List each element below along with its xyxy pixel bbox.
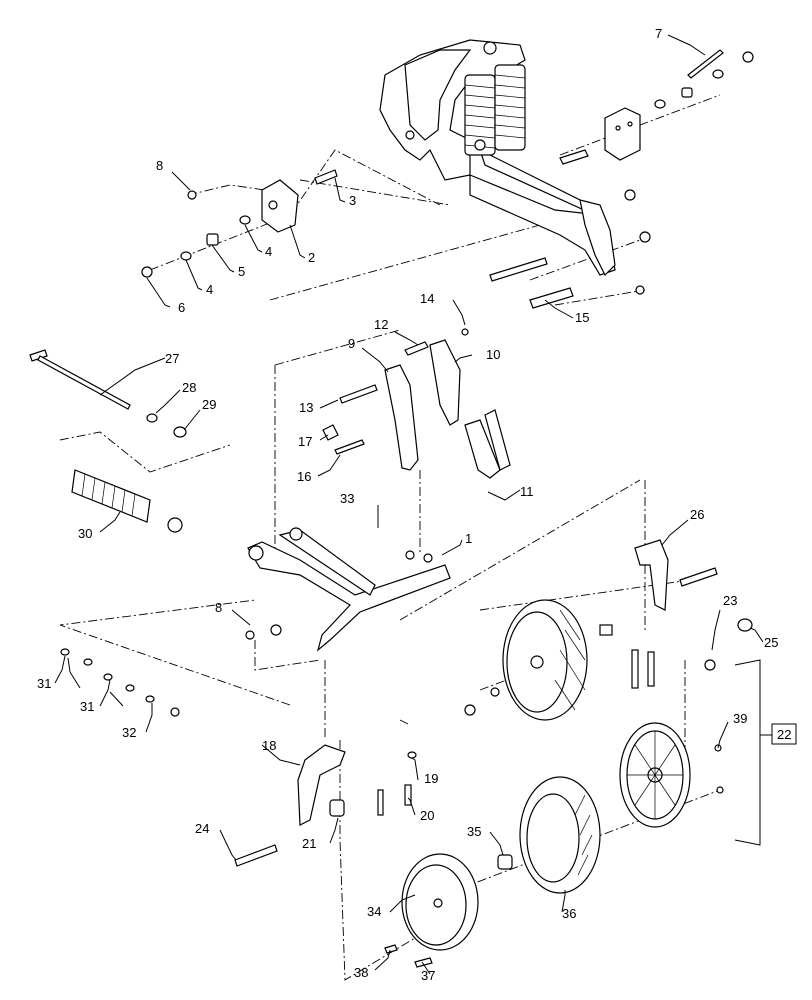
plate-10 [429,339,461,426]
bolt-15-assembly [489,189,651,309]
wheel-half-34 [384,853,479,968]
callout-16: 16 [297,469,311,484]
callout-29: 29 [202,397,216,412]
callout-30: 30 [78,526,92,541]
callout-23: 23 [723,593,737,608]
washer-28 [146,413,158,423]
pin-16 [334,439,365,455]
nut-14 [461,328,469,336]
callout-4b: 4 [206,282,213,297]
callout-12: 12 [374,317,388,332]
arm-1 [245,527,451,652]
bracket-2-assembly [141,169,338,278]
callout-31a: 31 [37,676,51,691]
callout-labels: 1 2 3 4 4 5 6 7 8 8 9 10 11 12 13 14 15 … [37,26,791,983]
callout-5: 5 [238,264,245,279]
bolt-24 [234,844,278,867]
group-bracket-22 [734,659,761,846]
callout-20: 20 [420,808,434,823]
callout-33: 33 [340,491,354,506]
plate-9 [384,364,419,471]
callout-9: 9 [348,336,355,351]
coil-springs [464,64,526,156]
nut-8 [187,190,197,200]
fasteners-31-32 [60,648,180,717]
callout-22: 22 [777,727,791,742]
bushing-5 [206,233,219,246]
rod-spring-assembly [29,349,187,533]
callout-4a: 4 [265,244,272,259]
callout-34: 34 [367,904,381,919]
callout-14: 14 [420,291,434,306]
rod-27 [37,355,131,410]
lower-wheel-hub [619,618,753,828]
callout-box-22 [771,723,797,745]
callout-18: 18 [262,738,276,753]
washer-4 [239,215,251,225]
callout-38: 38 [354,965,368,980]
callout-37: 37 [421,968,435,983]
callout-35: 35 [467,824,481,839]
callout-8b: 8 [215,600,222,615]
callout-13: 13 [299,400,313,415]
bushing-35 [497,854,513,870]
callout-25: 25 [764,635,778,650]
pin-12 [404,341,429,356]
bolt-7-assembly [559,49,754,165]
bracket-26 [634,539,718,611]
callout-8a: 8 [156,158,163,173]
callout-1: 1 [465,531,472,546]
callout-24: 24 [195,821,209,836]
assembly-guide-lines [59,94,721,981]
link-plates-assembly [322,328,511,479]
spring-30 [71,469,151,523]
washer-4b [180,251,192,261]
callout-15: 15 [575,310,589,325]
callout-2: 2 [308,250,315,265]
link-11a [464,419,501,479]
callout-32: 32 [122,725,136,740]
clip-17 [322,424,339,441]
pin-29 [173,426,187,438]
callout-6: 6 [178,300,185,315]
arm-18-assembly [234,744,417,867]
callout-3: 3 [349,193,356,208]
spring-frame-assembly [379,39,616,277]
bolt-3 [314,169,338,185]
callout-31b: 31 [80,699,94,714]
callout-21: 21 [302,836,316,851]
callout-11: 11 [520,484,534,499]
callout-10: 10 [486,347,500,362]
bolt-13 [339,384,378,404]
nut-6 [141,266,153,278]
callout-28: 28 [182,380,196,395]
callout-17: 17 [298,434,312,449]
callout-39: 39 [733,711,747,726]
callout-19: 19 [424,771,438,786]
callout-7: 7 [655,26,662,41]
tire-36 [497,776,601,894]
link-11b [484,409,511,471]
upper-wheel [464,599,655,721]
leader-lines [54,34,764,975]
callout-26: 26 [690,507,704,522]
callout-27: 27 [165,351,179,366]
callout-36: 36 [562,906,576,921]
